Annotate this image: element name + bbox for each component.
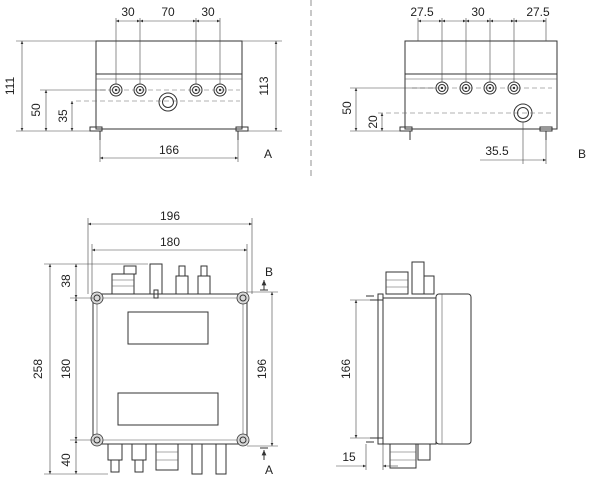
back-dim-bottom: 35.5 [485, 144, 509, 158]
side-top-glands [385, 261, 435, 295]
front-dim-top-2: 70 [161, 5, 175, 19]
plan-section-label-a: A [265, 463, 273, 477]
plan-dim-left-bottom: 40 [59, 453, 73, 467]
plan-view: 196 180 258 38 180 40 196 B A [31, 209, 278, 477]
front-dim-left-outer: 111 [3, 77, 17, 96]
plan-dim-left-top: 38 [59, 274, 73, 288]
plan-dim-left-mid: 180 [59, 359, 73, 379]
front-dim-left-inner: 50 [29, 103, 43, 117]
back-elevation-view: 27.5 30 27.5 50 20 35.5 B [340, 5, 586, 164]
plan-dim-right: 196 [255, 359, 269, 379]
front-box-base [95, 73, 243, 130]
front-dim-top-1: 30 [121, 5, 135, 19]
plan-corner-screws [90, 291, 250, 447]
plan-box-outer [92, 293, 248, 445]
back-dim-top-1: 27.5 [410, 5, 434, 19]
back-box-base [404, 73, 558, 130]
back-dim-top-3: 27.5 [526, 5, 550, 19]
plan-top-glands [111, 263, 211, 299]
back-dim-top-2: 30 [471, 5, 485, 19]
side-bottom-glands [389, 443, 431, 469]
plan-dim-width-outer: 196 [160, 209, 180, 223]
side-elevation-view: 166 15 [336, 261, 472, 470]
front-dim-bottom: 166 [159, 143, 179, 157]
plan-dim-left-outer: 258 [31, 359, 45, 379]
side-box-lid [435, 293, 472, 445]
side-dim-height: 166 [339, 359, 353, 379]
front-dim-right: 113 [257, 76, 271, 95]
back-dim-left-inner: 20 [366, 115, 380, 129]
plan-dim-width-inner: 180 [160, 235, 180, 249]
plan-bottom-glands [107, 443, 227, 475]
front-connectors [109, 83, 227, 112]
front-view-label: A [264, 147, 272, 161]
plan-section-label-b: B [265, 265, 273, 279]
back-box-lid [404, 40, 558, 75]
front-dim-top-3: 30 [201, 5, 215, 19]
side-box-base [382, 297, 437, 445]
front-elevation-view: 30 70 30 111 50 35 113 166 A [3, 5, 282, 162]
side-dim-bottom: 15 [342, 450, 356, 464]
front-dim-left-small: 35 [56, 109, 70, 123]
back-view-label: B [578, 147, 586, 161]
plan-label-plate-top [127, 311, 209, 345]
back-dim-left-outer: 50 [340, 101, 354, 115]
plan-label-plate-bottom [117, 392, 219, 426]
